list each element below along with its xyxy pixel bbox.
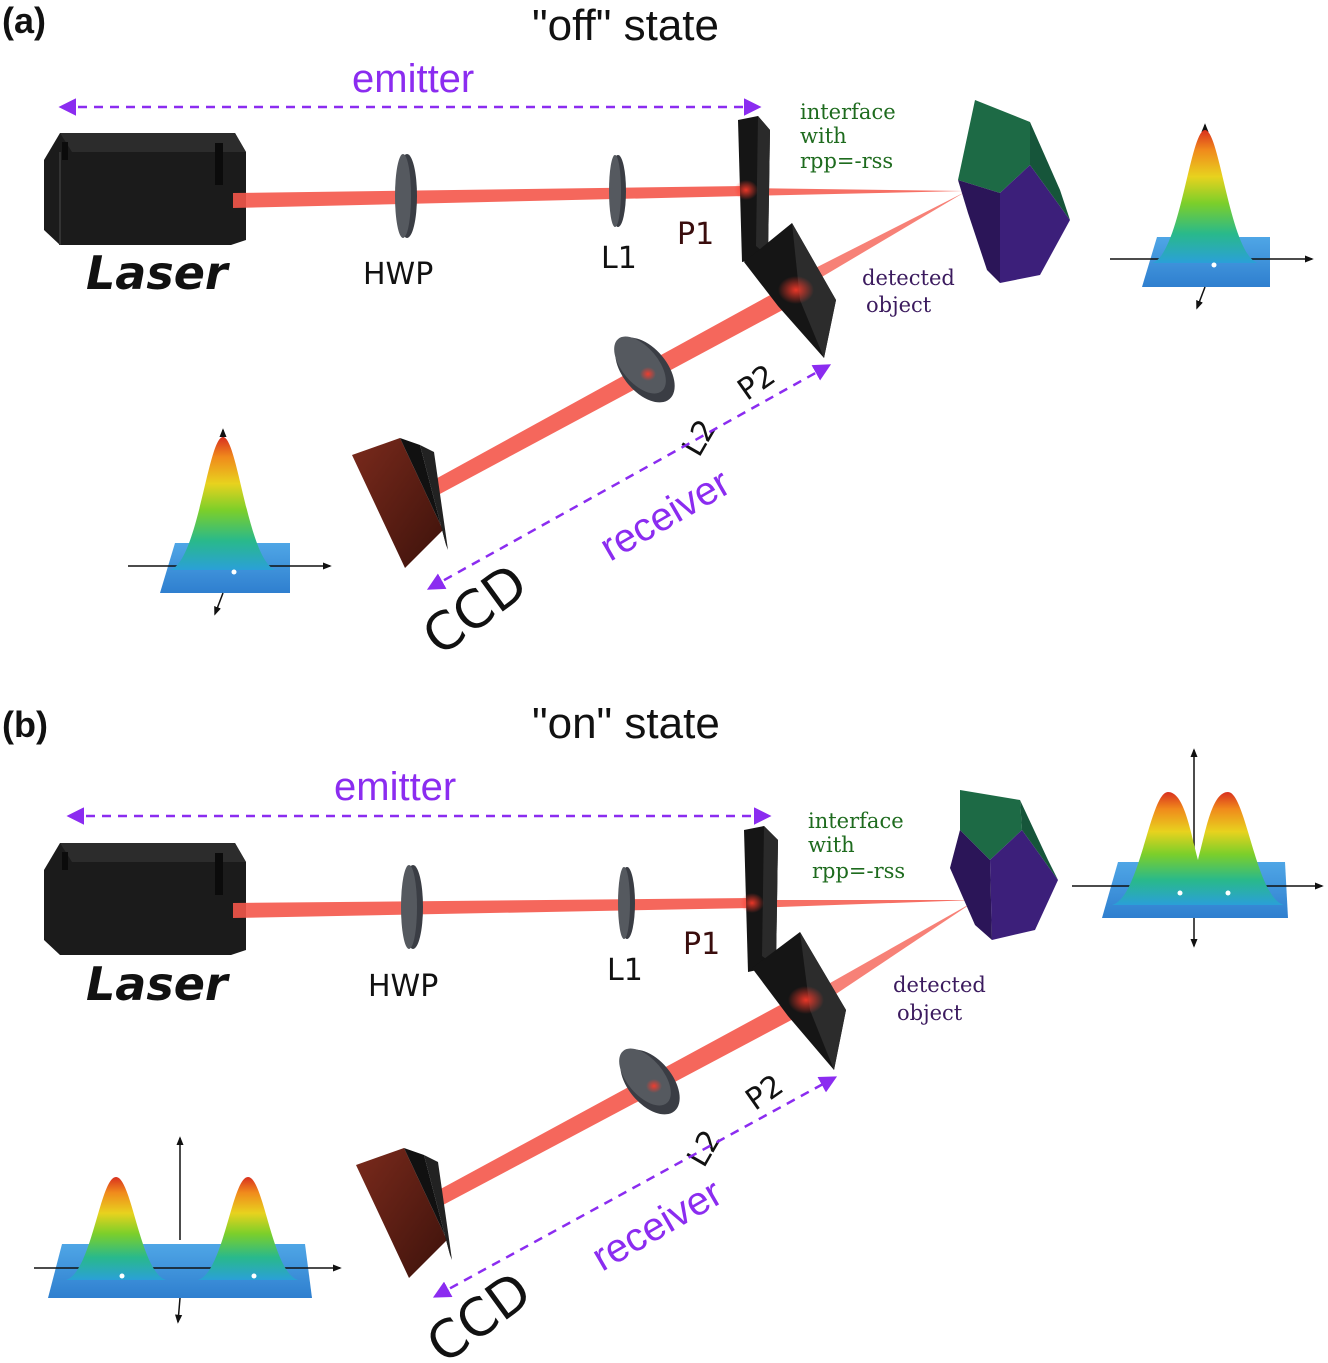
p1-label: P1 (677, 217, 714, 252)
receiver-arrow (426, 364, 832, 590)
p2-polarizer (744, 223, 836, 358)
l1-lens (618, 867, 635, 939)
laser-label: Laser (86, 246, 231, 300)
p1-polarizer (734, 116, 770, 262)
hwp-plate (401, 865, 423, 949)
single-gaussian-profile (1110, 123, 1314, 310)
laser-device (44, 843, 246, 955)
interface-label-line: with (808, 833, 855, 857)
l2-lens (619, 1048, 680, 1115)
interface-label-line: rpp=-rss (812, 859, 905, 883)
state-title: "on" state (532, 699, 720, 748)
detected-object-cube (958, 100, 1070, 283)
ccd-label: CCD (412, 553, 538, 668)
detected-object-cube (950, 790, 1058, 940)
interface-label-line: interface (800, 100, 896, 124)
object-label-line: object (897, 1001, 963, 1025)
object-label-line: detected (893, 973, 986, 997)
interface-label-line: rpp=-rss (800, 149, 893, 173)
interface-label-line: interface (808, 809, 904, 833)
ccd-label: CCD (416, 1261, 542, 1363)
p2-label: P2 (731, 358, 782, 408)
p1-polarizer (740, 826, 778, 972)
object-label-line: object (866, 293, 932, 317)
ccd-camera (352, 438, 448, 568)
p2-polarizer (752, 932, 846, 1070)
beam-to-object (745, 188, 965, 196)
p2-label: P2 (739, 1068, 790, 1118)
emitter-label: emitter (352, 57, 474, 101)
ccd-camera (356, 1148, 452, 1278)
state-title: "off" state (532, 1, 719, 50)
l2-lens (614, 336, 675, 403)
panel-a: (a) "off" state emitter Laser HWP (2, 0, 1314, 668)
l1-lens (609, 155, 626, 227)
double-gaussian-profile (34, 1136, 342, 1324)
receiver-arrow (432, 1076, 838, 1298)
hwp-label: HWP (363, 257, 433, 292)
hwp-label: HWP (368, 969, 438, 1004)
double-gaussian-profile (1072, 748, 1324, 948)
reflected-beam (800, 901, 975, 1010)
panel-b: (b) "on" state emitter Laser HWP L1 (2, 699, 1324, 1363)
receiver-label: receiver (584, 1171, 729, 1280)
l1-label: L1 (607, 953, 643, 988)
panel-letter: (a) (2, 0, 46, 41)
interface-label-line: with (800, 124, 847, 148)
l1-label: L1 (601, 241, 637, 276)
laser-label: Laser (86, 957, 231, 1011)
receiver-label: receiver (592, 461, 737, 570)
single-gaussian-profile (128, 428, 332, 616)
p1-label: P1 (683, 927, 720, 962)
emitter-label: emitter (334, 765, 456, 809)
laser-beam (233, 186, 745, 208)
panel-letter: (b) (2, 704, 48, 745)
laser-beam (233, 898, 752, 918)
object-label-line: detected (862, 266, 955, 290)
hwp-plate (395, 154, 417, 238)
beam-to-object (752, 900, 975, 908)
laser-device (44, 133, 246, 245)
